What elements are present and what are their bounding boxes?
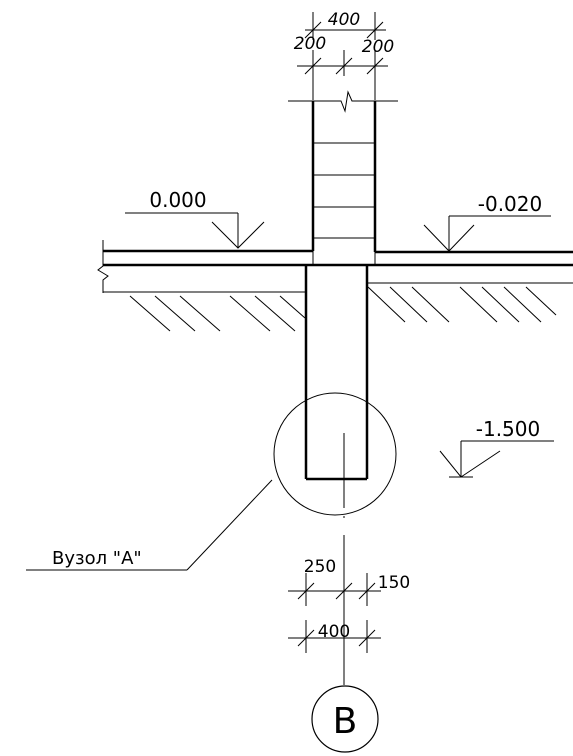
callout-circle: [273, 392, 397, 516]
top-sub-tick-mid: [335, 57, 353, 75]
top-total-tick-right: [366, 21, 384, 39]
axis-B: В: [311, 433, 379, 753]
dim-top-total: 400: [328, 10, 360, 30]
callout-leader: [186, 479, 273, 571]
dim-bottom-right: 150: [378, 573, 410, 593]
hatch-left-4: [229, 295, 271, 332]
slab-break-line: [97, 240, 109, 293]
bottom-sub-tick-mid: [335, 582, 353, 600]
dim-bottom-total: 400: [318, 622, 350, 642]
level-bottom-value: -1.500: [476, 417, 540, 441]
floor-slab: [97, 240, 573, 293]
level-mark-bottom: -1.500: [439, 417, 554, 478]
hatch-right-3: [411, 286, 450, 323]
hatch-right-4: [459, 286, 498, 323]
top-sub-tick-left: [304, 57, 322, 75]
axis-label: В: [333, 701, 358, 742]
hatch-left-1: [129, 295, 171, 332]
hatch-right-1: [367, 286, 406, 323]
top-total-tick-left: [304, 21, 322, 39]
dim-bottom-left: 250: [304, 557, 336, 577]
soil-hatching: [129, 286, 557, 332]
hatch-right-5: [481, 286, 520, 323]
axis-bubble: [311, 685, 379, 753]
hatch-left-3: [179, 295, 221, 332]
callout-label: Вузол "А": [52, 548, 142, 569]
hatch-left-6: [279, 295, 306, 319]
wall: [288, 90, 398, 265]
foundation-pier: [304, 265, 369, 481]
bottom-dimension-chain: 250 150 400: [288, 557, 410, 653]
hatch-right-2: [389, 286, 428, 323]
level-right-value: -0.020: [478, 192, 542, 216]
level-mark-right: -0.020: [423, 192, 551, 252]
hatch-right-6: [503, 286, 542, 323]
top-sub-tick-right: [366, 57, 384, 75]
dim-top-right: 200: [362, 37, 394, 57]
hatch-left-2: [154, 295, 196, 332]
bottom-sub-tick-left: [297, 582, 315, 600]
bottom-sub-tick-right: [358, 582, 376, 600]
detail-callout: Вузол "А": [26, 392, 397, 571]
hatch-left-5: [254, 295, 296, 332]
top-dimension-chain: 400 200 200: [294, 10, 394, 100]
bottom-total-tick-right: [358, 629, 376, 647]
level-left-value: 0.000: [149, 188, 206, 212]
bottom-total-tick-left: [297, 629, 315, 647]
level-mark-left: 0.000: [125, 188, 265, 249]
hatch-right-7: [525, 286, 557, 316]
level-bottom-triangle: [439, 450, 501, 478]
dim-top-left: 200: [294, 34, 326, 54]
wall-break-line: [288, 90, 398, 113]
